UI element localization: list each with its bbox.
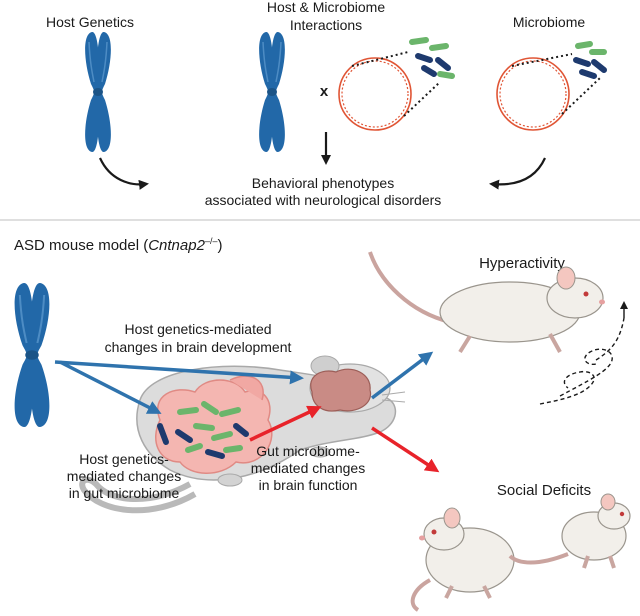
chromosome-icon-asd [13, 281, 51, 429]
motion-trail-path [539, 317, 625, 405]
gut-microbiome-changes-label-line1: Host genetics- [79, 451, 169, 467]
asd-model-title: ASD mouse model (Cntnap2–/–) [14, 236, 222, 254]
host-genetics-label: Host Genetics [46, 14, 134, 30]
host-microbiome-interactions-label-line2: Interactions [290, 17, 362, 33]
behavioral-phenotypes-label-line1: Behavioral phenotypes [252, 175, 394, 191]
gut-microbiome-changes-label-line3: in gut microbiome [69, 485, 180, 501]
sitting-rat-illustration [410, 507, 515, 612]
arrow-genetics-to-outcome [98, 157, 149, 190]
times-symbol: x [320, 83, 329, 100]
zoom-lines-microbiome [511, 53, 601, 115]
gut-illustration [155, 375, 273, 474]
microbiome-label: Microbiome [513, 14, 586, 30]
chromosome-icon-interactions [258, 31, 286, 153]
brain-function-label-line1: Gut microbiome- [256, 443, 360, 459]
gut-bacteria [157, 401, 249, 459]
arrow-gut-to-brain [249, 405, 322, 442]
hyperactivity-label: Hyperactivity [479, 255, 565, 272]
social-deficits-label: Social Deficits [497, 482, 591, 499]
arrow-genetics-to-gut [59, 360, 162, 414]
zoom-lines-interactions [351, 51, 441, 117]
brain-function-label-line3: in brain function [259, 477, 358, 493]
brain-development-label-line1: Host genetics-mediated [124, 321, 271, 337]
arrow-brain-to-hyperactivity [370, 351, 434, 400]
chromosome-icon-host-genetics [84, 31, 112, 153]
arrow-brain-to-social-deficits [371, 426, 440, 473]
arrow-genetics-to-brain [54, 360, 304, 385]
brain-illustration [310, 368, 372, 412]
bacteria-cluster-interactions [409, 37, 455, 79]
arrow-microbiome-to-outcome [489, 157, 547, 190]
brain-function-label-line2: mediated changes [251, 460, 365, 476]
bacteria-cluster-microbiome [573, 41, 607, 79]
plasmid-icon-microbiome [496, 57, 570, 131]
plasmid-icon-interactions [338, 57, 412, 131]
behavioral-phenotypes-label-line2: associated with neurological disorders [205, 192, 442, 208]
host-microbiome-interactions-label-line1: Host & Microbiome [267, 0, 385, 15]
brain-development-label-line2: changes in brain development [105, 339, 292, 355]
distant-rat-illustration [508, 493, 631, 569]
gut-microbiome-changes-label-line2: mediated changes [67, 468, 181, 484]
